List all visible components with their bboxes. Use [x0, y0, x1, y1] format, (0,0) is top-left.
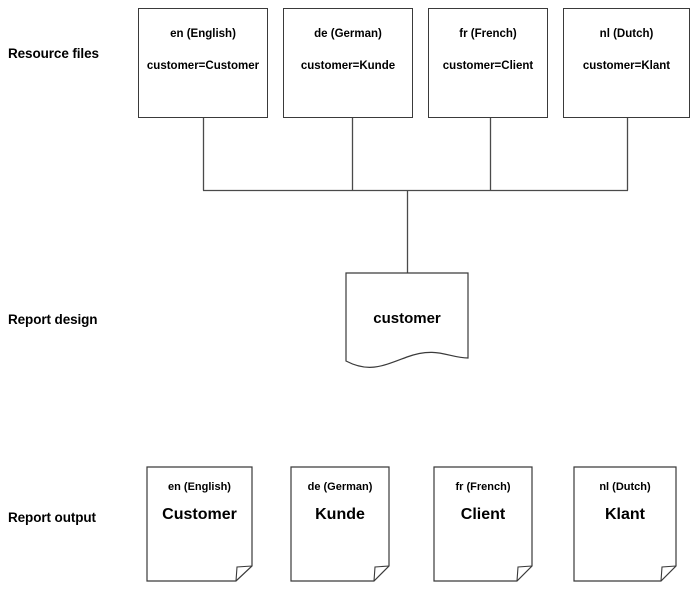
resource-file-locale: nl (Dutch)	[599, 28, 654, 40]
report-output-page-en[interactable]: en (English) Customer	[146, 466, 253, 582]
document-shape-icon	[345, 272, 469, 368]
report-output-term: Klant	[605, 506, 645, 523]
resource-file-box-en[interactable]: en (English) customer=Customer	[138, 8, 268, 118]
report-design-document[interactable]: customer	[345, 272, 469, 378]
report-design-key: customer	[373, 310, 441, 327]
page-fold-icon	[433, 466, 533, 582]
report-output-page-de[interactable]: de (German) Kunde	[290, 466, 390, 582]
page-fold-icon	[573, 466, 677, 582]
page-fold-icon	[146, 466, 253, 582]
report-output-term: Client	[460, 506, 506, 523]
resource-file-locale: en (English)	[170, 28, 236, 40]
row-label-report-output: Report output	[8, 510, 96, 525]
report-output-locale: fr (French)	[455, 481, 511, 493]
report-output-locale: en (English)	[168, 481, 231, 493]
resource-file-pair: customer=Klant	[582, 60, 671, 72]
resource-file-box-fr[interactable]: fr (French) customer=Client	[428, 8, 548, 118]
report-output-locale: de (German)	[307, 481, 373, 493]
resource-file-locale: de (German)	[314, 28, 382, 40]
row-label-report-design: Report design	[8, 312, 98, 327]
resource-file-box-nl[interactable]: nl (Dutch) customer=Klant	[563, 8, 690, 118]
report-output-page-nl[interactable]: nl (Dutch) Klant	[573, 466, 677, 582]
resource-file-pair: customer=Customer	[146, 60, 260, 72]
report-output-locale: nl (Dutch)	[599, 481, 651, 493]
report-output-page-fr[interactable]: fr (French) Client	[433, 466, 533, 582]
report-output-term: Customer	[162, 506, 237, 523]
resource-file-locale: fr (French)	[459, 28, 517, 40]
page-fold-icon	[290, 466, 390, 582]
row-label-resource-files: Resource files	[8, 46, 99, 61]
resource-file-pair: customer=Client	[442, 60, 534, 72]
resource-file-box-de[interactable]: de (German) customer=Kunde	[283, 8, 413, 118]
resource-file-pair: customer=Kunde	[300, 60, 396, 72]
report-output-term: Kunde	[315, 506, 365, 523]
